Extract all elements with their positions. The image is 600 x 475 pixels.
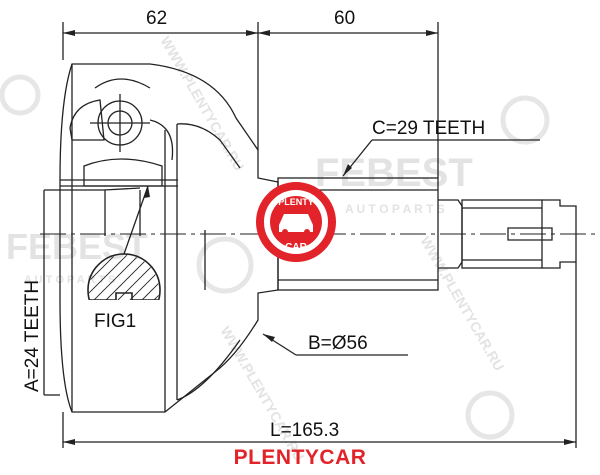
fig1-label-bg (88, 302, 160, 330)
length-dimension (62, 262, 577, 448)
ball-cage (69, 78, 174, 191)
dim-outer-teeth: C=29 TEETH (372, 118, 485, 139)
watermark-circle-3 (465, 390, 515, 440)
bell-housing (59, 63, 279, 413)
dim-right-width: 60 (334, 8, 355, 29)
dim-diameter: B=Ø56 (308, 333, 368, 354)
dim-inner-teeth: A=24 TEETH (22, 280, 43, 392)
watermark-circle-1 (196, 236, 254, 294)
watermark-logo-left: FEBEST (6, 226, 148, 267)
leader-a-teeth (43, 189, 104, 396)
plentycar-stamp: PLENTY CAR (256, 182, 336, 262)
watermark-logo-right: FEBEST (315, 151, 473, 195)
figure-label: FIG1 (94, 311, 136, 332)
dim-length: L=165.3 (270, 420, 339, 441)
watermark-url-1: WWW.PLENTYCAR.RU (157, 34, 247, 174)
leader-b-diameter (262, 333, 408, 356)
watermark-tagline-right: A U T O P A R T S (345, 202, 445, 216)
stamp-top-text: PLENTY (278, 197, 314, 207)
footer-brand: PLENTYCAR (233, 446, 367, 469)
top-dimension (62, 22, 439, 178)
stamp-bottom-text: CAR (285, 242, 307, 253)
dim-left-width: 62 (146, 8, 167, 29)
watermark-circle-4 (0, 74, 41, 116)
leader-c-teeth (342, 139, 540, 177)
watermark-circle-2 (500, 95, 550, 145)
